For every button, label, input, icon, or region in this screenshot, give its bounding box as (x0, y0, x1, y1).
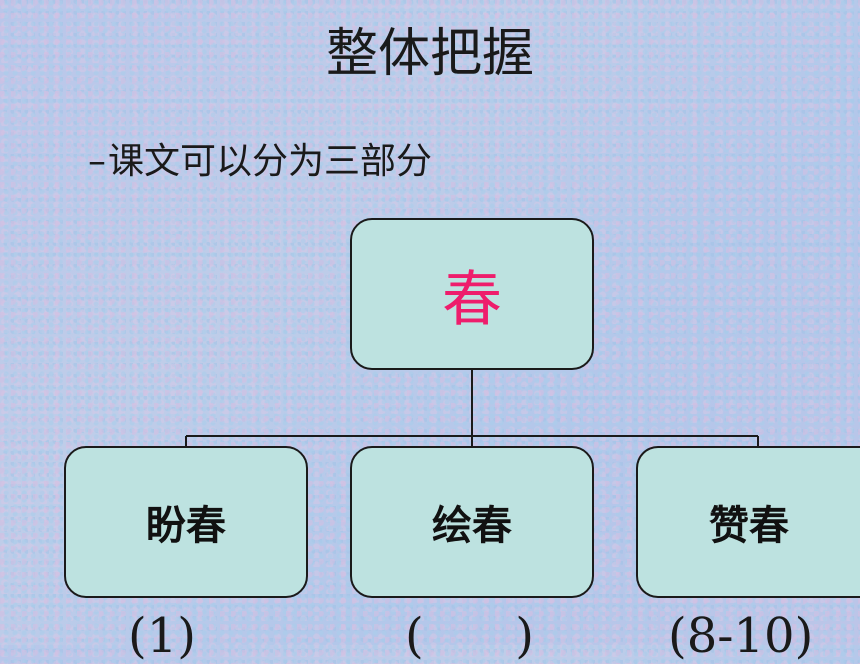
child-node-1-label: 盼春 (146, 503, 226, 549)
root-node: 春 (350, 218, 594, 370)
slide-title: 整体把握 (325, 24, 534, 84)
bullet-line: –课文可以分为三部分 (88, 140, 432, 183)
child-node-2-label: 绘春 (432, 503, 512, 549)
bullet-dash: – (88, 141, 106, 182)
child-range-3: (8-10) (668, 608, 814, 664)
child-range-1: (1) (128, 608, 196, 664)
child-node-3: 赞春 (636, 446, 860, 598)
child-node-2: 绘春 (350, 446, 594, 598)
child-node-3-label: 赞春 (709, 503, 789, 549)
root-node-label: 春 (442, 264, 502, 335)
child-node-1: 盼春 (64, 446, 308, 598)
child-range-2: ( ) (405, 608, 534, 664)
bullet-text: 课文可以分为三部分 (108, 141, 433, 182)
